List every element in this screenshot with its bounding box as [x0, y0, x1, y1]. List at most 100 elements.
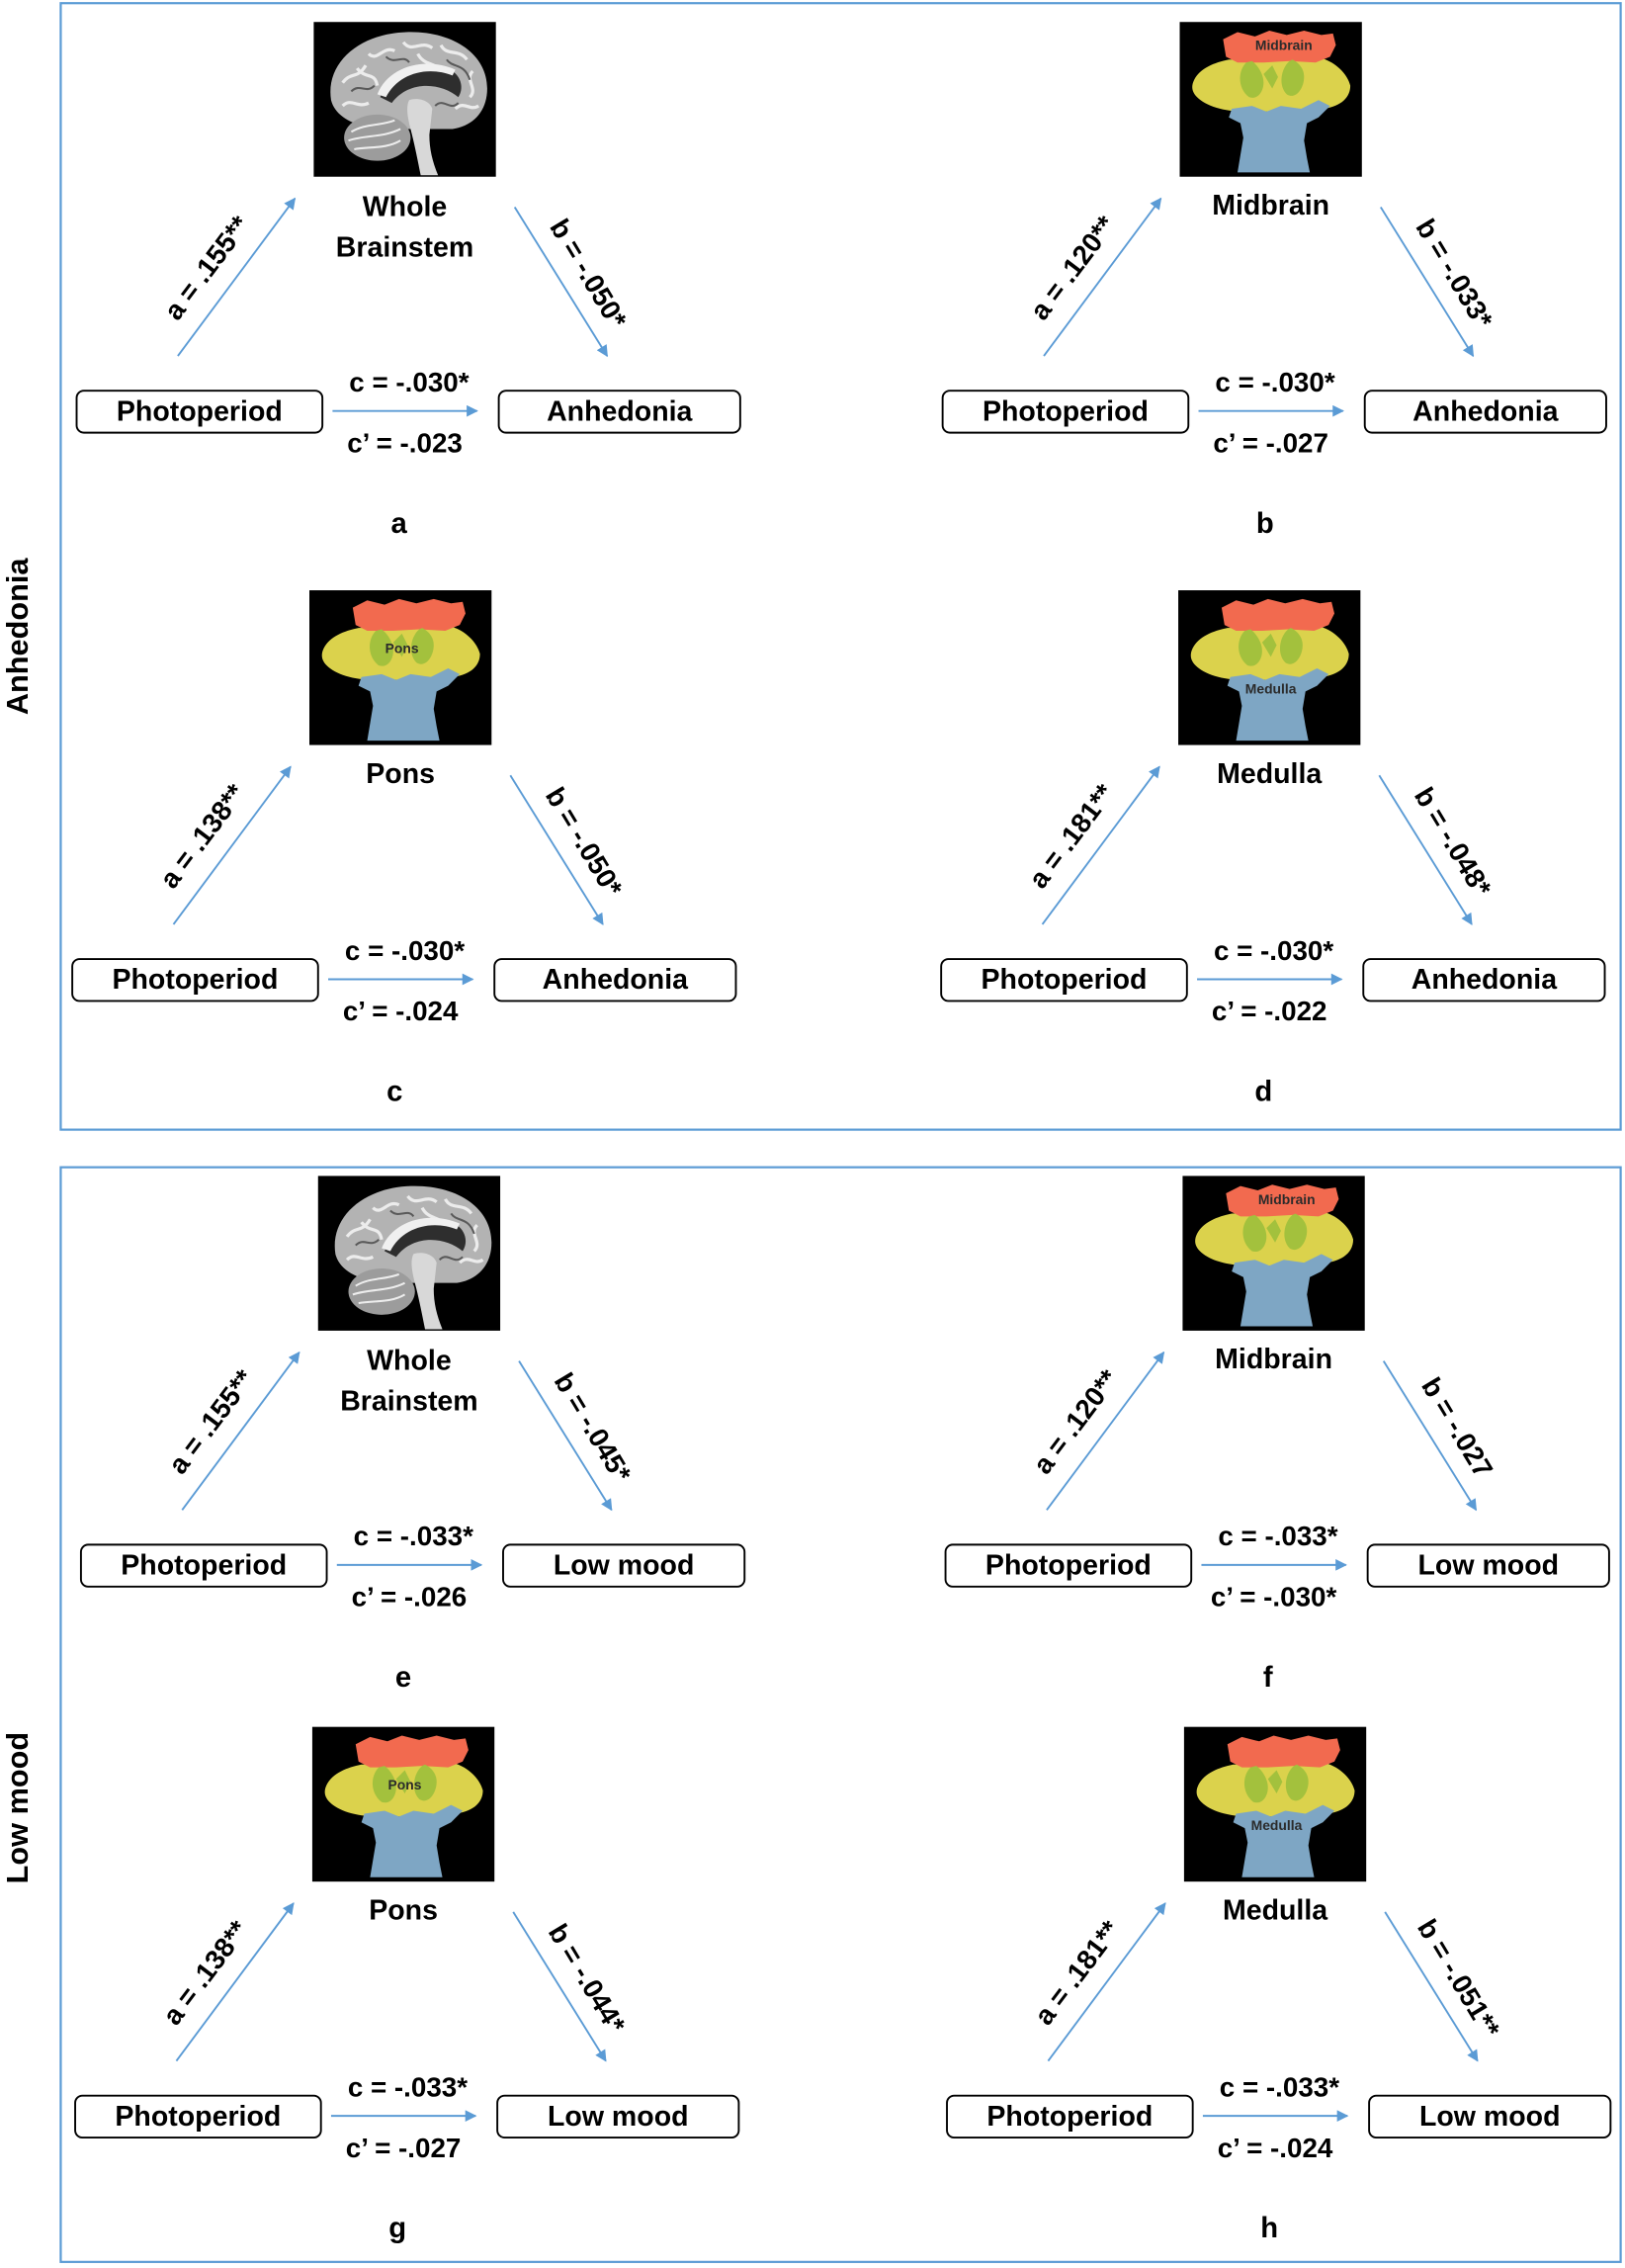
sulcus-texture [450, 1212, 475, 1235]
c-prime-direct-effect: c’ = -.027 [346, 2133, 462, 2163]
c-prime-direct-effect: c’ = -.030* [1211, 1582, 1337, 1613]
cerebellum-folia [350, 119, 395, 133]
panel-letter: b [1256, 508, 1274, 540]
image-region-label: Pons [385, 641, 419, 656]
a-path-coefficient: a = .155** [158, 210, 256, 325]
b-path-coefficient: b = -.027 [1415, 1372, 1498, 1483]
b-path-coefficient: b = -.048* [1409, 782, 1497, 902]
corpus-callosum-shape [382, 1217, 461, 1252]
gyrus-texture [406, 1194, 438, 1204]
gyrus-texture [468, 69, 474, 99]
brain-region-image: Medulla [1183, 1726, 1367, 1882]
c-total-effect: c = -.030* [349, 367, 469, 397]
brain-region-image [317, 1176, 501, 1331]
outcome-box [1366, 1543, 1610, 1588]
gyrus-texture [401, 41, 434, 49]
section-frame [59, 2, 1622, 1131]
outcome-label: Low mood [1417, 1550, 1559, 1582]
image-region-label: Midbrain [1255, 38, 1313, 53]
medulla-region [1233, 1804, 1335, 1877]
mediator-label: Brainstem [340, 1386, 477, 1418]
midbrain-region [355, 1735, 469, 1768]
medulla-region [1227, 668, 1329, 741]
a-path-coefficient: a = .181** [1028, 1915, 1126, 2031]
c-total-effect: c = -.030* [1215, 367, 1334, 397]
mediator-label: Midbrain [1215, 1344, 1332, 1375]
brainstem-shape [411, 1253, 443, 1330]
mediator-label: Brainstem [336, 231, 473, 263]
thalamus-region [1281, 59, 1305, 96]
c-prime-direct-effect: c’ = -.024 [1218, 2133, 1333, 2163]
a-path-arrow [1043, 197, 1162, 357]
b-path-coefficient: b = -.033* [1411, 214, 1499, 333]
brain-region-image: Pons [309, 590, 492, 745]
outcome-label: Low mood [1419, 2101, 1561, 2133]
midbrain-region [1226, 1184, 1339, 1217]
a-path-arrow [175, 1902, 295, 2062]
outcome-box [1363, 390, 1607, 434]
a-path-coefficient: a = .181** [1022, 778, 1120, 894]
section-label: Low mood [0, 1732, 35, 1884]
midbrain-region [1223, 31, 1336, 63]
gyrus-texture [439, 44, 469, 61]
predictor-label: Photoperiod [982, 964, 1148, 996]
b-path-arrow [1380, 206, 1475, 358]
thalamus-region [372, 1766, 396, 1803]
a-path-coefficient: a = .155** [162, 1364, 260, 1480]
medulla-region [361, 1804, 464, 1877]
sulcus-texture [355, 1238, 380, 1247]
c-total-effect: c = -.033* [348, 2071, 468, 2102]
predictor-box [946, 2094, 1194, 2139]
c-total-effect: c = -.033* [1218, 1521, 1337, 1551]
thalamus-region [1240, 60, 1264, 98]
predictor-label: Photoperiod [983, 395, 1149, 427]
predictor-label: Photoperiod [117, 395, 283, 427]
outcome-box [497, 390, 741, 434]
outcome-label: Low mood [554, 1550, 695, 1582]
cerebellum-shape [344, 114, 411, 161]
thalamus-region [1284, 1213, 1308, 1251]
panel-letter: e [395, 1662, 411, 1694]
a-path-arrow [1047, 1902, 1166, 2062]
a-path-arrow [181, 1351, 300, 1511]
gyrus-texture [360, 1221, 384, 1241]
medulla-region [1229, 100, 1330, 173]
midbrain-region [1221, 598, 1335, 632]
b-path-coefficient: b = -.050* [544, 214, 633, 333]
a-path-arrow [172, 765, 292, 925]
sulcus-texture [350, 84, 376, 93]
predictor-label: Photoperiod [986, 2101, 1153, 2133]
predictor-label: Photoperiod [115, 2101, 281, 2133]
a-path-arrow [1041, 765, 1160, 925]
c-prime-direct-effect: c’ = -.022 [1212, 996, 1327, 1026]
c-prime-direct-effect: c’ = -.024 [343, 996, 459, 1026]
a-path-coefficient: a = .120** [1024, 210, 1122, 325]
a-path-coefficient: a = .120** [1027, 1364, 1125, 1480]
a-path-arrow [1046, 1351, 1165, 1511]
a-path-arrow [177, 197, 297, 357]
gyrus-texture [345, 1255, 375, 1262]
brain-region-image: Midbrain [1182, 1176, 1365, 1331]
cerebellum-shape [348, 1268, 415, 1315]
outcome-label: Anhedonia [1412, 395, 1559, 427]
outcome-label: Low mood [548, 2101, 689, 2133]
cerebellum-folia [348, 128, 401, 142]
a-path-coefficient: a = .138** [153, 778, 251, 894]
outcome-box [496, 2094, 740, 2139]
b-path-arrow [513, 206, 609, 358]
b-path-arrow [1378, 774, 1473, 925]
panel-letter: a [391, 508, 408, 540]
gyrus-texture [341, 64, 368, 84]
corpus-callosum-shape [377, 63, 456, 98]
outcome-label: Anhedonia [547, 395, 693, 427]
mediator-label: Pons [366, 758, 435, 790]
medulla-region [1232, 1254, 1333, 1327]
midbrain-region [1227, 1735, 1340, 1768]
b-path-arrow [1384, 1911, 1479, 2062]
gyrus-texture [341, 101, 370, 108]
